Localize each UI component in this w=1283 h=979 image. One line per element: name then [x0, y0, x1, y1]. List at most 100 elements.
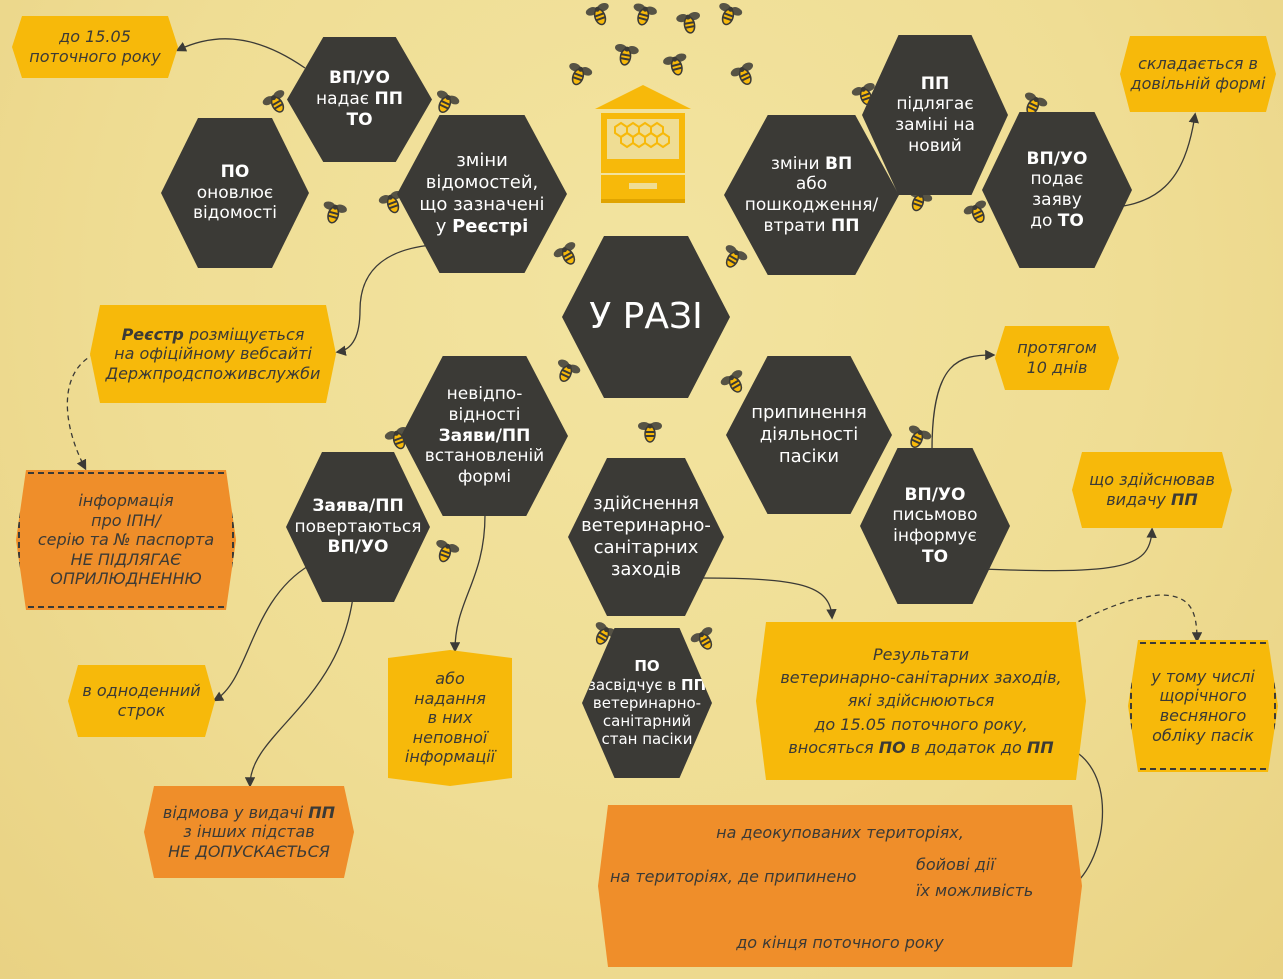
box-line: вносяться ПО в додаток до ПП [788, 736, 1053, 759]
box-bold: ПО [878, 737, 906, 757]
box-text: видачу [1106, 490, 1171, 509]
bee-icon [262, 90, 285, 113]
box-line: весняного [1159, 706, 1247, 725]
beehive-icon [595, 85, 691, 203]
hex-line: діяльності [759, 424, 859, 446]
hex-bold: ПП [831, 215, 860, 236]
box-line: видачу ПП [1106, 490, 1197, 510]
rezultaty-box: Результати ветеринарно-санітарних заході… [756, 622, 1086, 780]
do-1505-box: до 15.05 поточного року [12, 16, 178, 78]
bee-icon [553, 242, 576, 265]
hex-line: припинення [751, 402, 867, 424]
prypynennia-hex: припинення діяльності пасіки [726, 356, 892, 514]
box-bold: Реєстр [121, 324, 184, 344]
box-line: НЕ ДОПУСКАЄТЬСЯ [168, 841, 330, 861]
box-line: строк [117, 701, 166, 720]
hex-line: новий [908, 135, 962, 156]
vp-uo-pysmovo-hex: ВП/УО письмово інформує ТО [860, 448, 1010, 604]
hex-line: відомості [192, 203, 278, 224]
bee-icon [595, 622, 618, 645]
hex-line: або [795, 174, 828, 195]
box-line: складається в [1138, 54, 1258, 74]
hex-line: формі [457, 467, 512, 488]
bee-icon [908, 425, 932, 449]
bee-icon [557, 359, 581, 383]
box-line: надання [414, 688, 486, 708]
hex-line: Заява/ПП [312, 495, 404, 516]
bee-icon [436, 539, 460, 563]
hex-line: ВП/УО [327, 537, 389, 558]
hex-line: ТО [346, 109, 373, 130]
hex-line: ветеринарно- [592, 693, 702, 712]
vidmova-box: відмова у видачі ПП з інших підстав НЕ Д… [144, 786, 354, 878]
box-line: поточного року [29, 47, 161, 66]
box-line: в одноденний [82, 681, 201, 701]
box-line: на деокупованих територіях, [716, 823, 964, 842]
bee-icon [638, 422, 662, 443]
box-line: ветеринарно-санітарних заходів, [780, 668, 1062, 688]
bee-icon [730, 62, 754, 86]
bee-icon [569, 62, 593, 86]
hex-line: Заяви/ПП [438, 425, 531, 446]
protiahom-box: протягом 10 днів [995, 326, 1119, 390]
bee-icon [725, 245, 748, 268]
box-line: НЕ ПІДЛЯГАЄ [70, 549, 182, 569]
vp-uo-podaie-hex: ВП/УО подає заяву до ТО [982, 112, 1132, 268]
box-line: на територіях, де припинено [610, 867, 857, 886]
hex-line: повертаються [294, 516, 422, 537]
hex-line: письмово [892, 505, 978, 526]
informatsiia-box: інформація про ІПН/ серію та № паспорта … [16, 470, 236, 610]
hex-text: у [435, 215, 453, 237]
box-text: в додаток до [905, 737, 1027, 757]
hex-line: санітарних [593, 537, 699, 558]
box-line: 10 днів [1026, 358, 1088, 377]
center-title: У РАЗІ [589, 296, 703, 338]
hex-line: що зазначені [419, 194, 545, 215]
box-line: неповної [412, 727, 488, 747]
bee-icon [719, 2, 743, 26]
bee-icon [663, 53, 687, 76]
bee-icon [963, 200, 987, 224]
hex-line: відомостей, [425, 172, 539, 194]
hex-line: підлягає [896, 94, 974, 115]
hex-line: ВП/УО [904, 484, 966, 505]
box-line: до кінця поточного року [736, 933, 944, 952]
hex-line: у Реєстрі [436, 216, 529, 238]
box-line: які здійснюються [847, 691, 995, 711]
hex-line: зміни ВП [771, 154, 852, 175]
box-line: довільній формі [1130, 74, 1266, 93]
hex-line: ВП/УО [1026, 148, 1088, 169]
hex-line: заміні на [895, 115, 975, 135]
box-line: їх можливість [916, 881, 1034, 900]
reiestr-box: Реєстр розміщується на офіційному вебсай… [90, 305, 336, 403]
box-line: про ІПН/ [91, 510, 161, 530]
hex-line: ТО [921, 546, 949, 567]
center-hex: У РАЗІ [562, 236, 730, 398]
shcho-zdiisniuvav-box: що здійснював видачу ПП [1072, 452, 1232, 528]
box-line: у тому числі [1151, 666, 1255, 686]
deokupovanykh-box: на деокупованих територіях, на територія… [598, 805, 1082, 967]
box-line: протягом [1017, 338, 1097, 358]
hex-text: зміни [770, 153, 825, 174]
bee-icon [323, 201, 347, 224]
nevidpovidnosti-hex: невідпо- відності Заяви/ПП встановленій … [401, 356, 568, 516]
hex-line: ПП [920, 73, 950, 94]
hex-line: ВП/УО [329, 68, 390, 89]
box-line: в них [427, 708, 473, 728]
box-text: відмова у видачі [162, 802, 309, 822]
box-line: бойові дії [916, 855, 995, 874]
abo-nadannia-box: або надання в них неповної інформації [388, 650, 512, 786]
hex-bold: ТО [1057, 210, 1084, 231]
hex-line: ПО [220, 161, 250, 182]
hex-line: здійснення [593, 493, 699, 515]
hex-line: стан пасіки [601, 730, 693, 749]
box-line: Реєстр розміщується [122, 325, 305, 345]
box-line: до 15.05 [59, 27, 131, 47]
box-line: обліку пасік [1152, 725, 1254, 745]
box-bold: ПП [308, 802, 336, 822]
hex-line: встановленій [424, 446, 545, 467]
box-line: або [435, 669, 465, 689]
bee-icon [1024, 92, 1048, 116]
bee-icon [720, 370, 743, 393]
hex-bold: ПП [681, 675, 707, 694]
